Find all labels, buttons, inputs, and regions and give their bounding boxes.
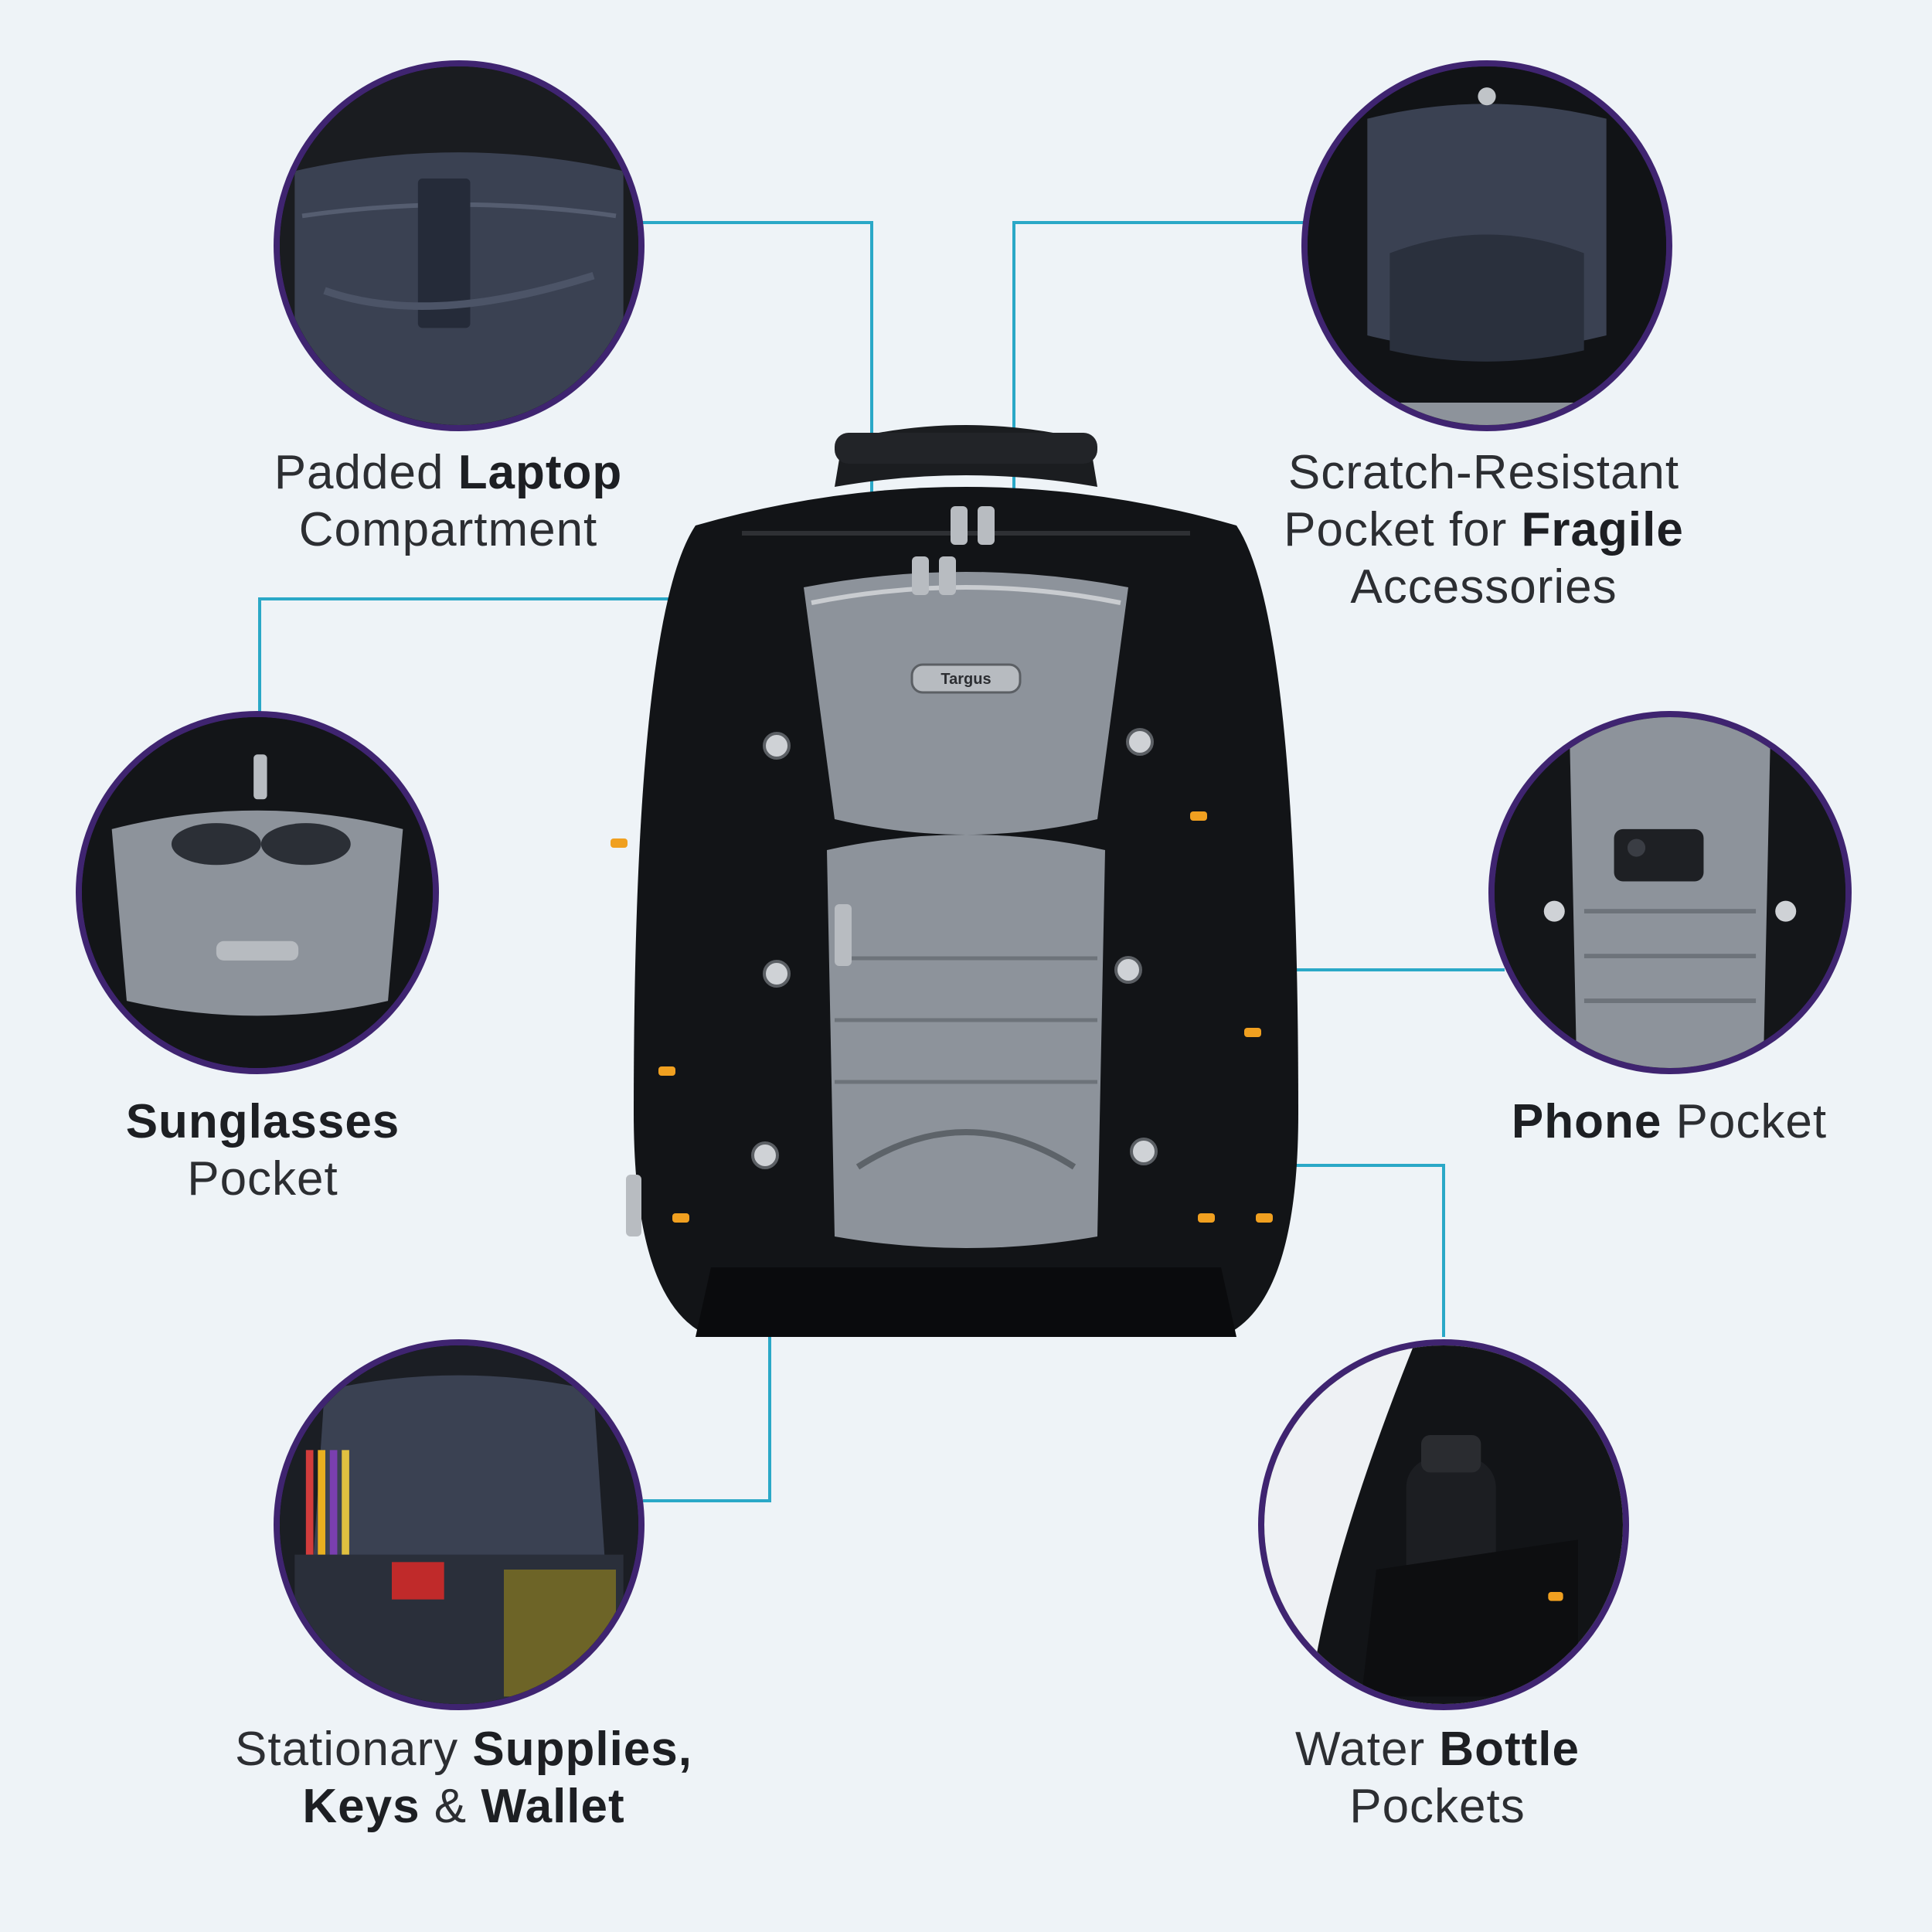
sunglasses-pocket-photo — [76, 711, 439, 1074]
sunglasses-pocket-label: Sunglasses Pocket — [125, 1095, 400, 1206]
phone-pocket-photo — [1488, 711, 1852, 1074]
backpack-image: Targus — [611, 425, 1298, 1337]
phone-pocket-label: Phone Pocket — [1511, 1095, 1828, 1148]
water-bottle-pocket-photo — [1258, 1339, 1629, 1710]
stationary-pocket-label: Stationary Supplies, Keys & Wallet — [235, 1723, 692, 1833]
water-bottle-pocket-label: Water Bottle Pockets — [1295, 1723, 1580, 1833]
fragile-pocket-photo — [1301, 60, 1672, 431]
laptop-compartment-label: Padded Laptop Compartment — [274, 446, 623, 556]
fragile-pocket-label: Scratch-Resistant Pocket for Fragile Acc… — [1284, 446, 1684, 614]
brand-logo: Targus — [940, 671, 991, 688]
stationary-pocket-photo — [274, 1339, 645, 1710]
laptop-compartment-photo — [274, 60, 645, 431]
